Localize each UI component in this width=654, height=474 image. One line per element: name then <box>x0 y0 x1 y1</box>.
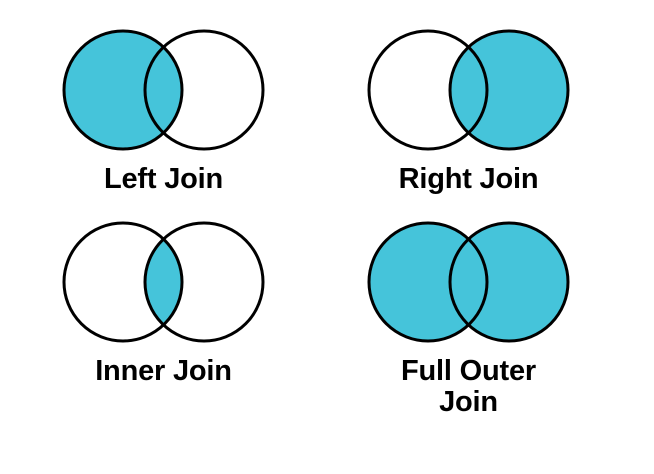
diagram-cell-inner-join: Inner Join <box>0 220 327 387</box>
left-circle-outline <box>367 221 489 343</box>
diagram-cell-left-join: Left Join <box>0 28 327 195</box>
caption-left-join: Left Join <box>103 163 224 195</box>
right-circle-outline <box>143 221 265 343</box>
left-circle-outline <box>62 29 184 151</box>
caption-right-join: Right Join <box>398 163 539 195</box>
left-circle-outline <box>62 221 184 343</box>
right-circle-outline <box>143 29 265 151</box>
left-circle-outline <box>367 29 489 151</box>
caption-inner-join: Inner Join <box>95 355 232 387</box>
right-circle-outline <box>448 221 570 343</box>
diagram-cell-full-outer-join: Full Outer Join <box>305 220 632 419</box>
venn-diagram-right-join <box>367 29 570 151</box>
right-circle-outline <box>448 29 570 151</box>
diagram-cell-right-join: Right Join <box>305 28 632 195</box>
venn-diagram-left-join <box>62 29 265 151</box>
venn-diagram-inner-join <box>62 221 265 343</box>
venn-diagram-full-outer-join <box>367 221 570 343</box>
caption-full-outer-join: Full Outer Join <box>401 355 536 419</box>
